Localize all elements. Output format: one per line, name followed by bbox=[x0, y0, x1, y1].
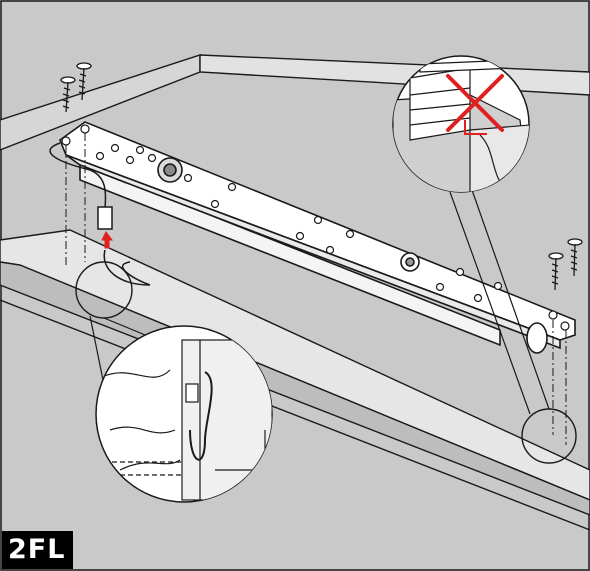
door-frame-rebate bbox=[0, 229, 590, 531]
cross-icon bbox=[446, 74, 504, 132]
zoom-detail-cable bbox=[95, 325, 273, 503]
wire-connector-icon bbox=[49, 142, 151, 286]
screw-icon bbox=[548, 238, 583, 291]
insert-arrow-icon bbox=[101, 231, 113, 249]
screw-icon bbox=[60, 62, 92, 113]
screw-holes bbox=[61, 124, 570, 331]
alignment-guides bbox=[65, 133, 567, 445]
step-label: 2FL bbox=[2, 531, 74, 569]
zoom-detail-warning bbox=[392, 55, 530, 193]
